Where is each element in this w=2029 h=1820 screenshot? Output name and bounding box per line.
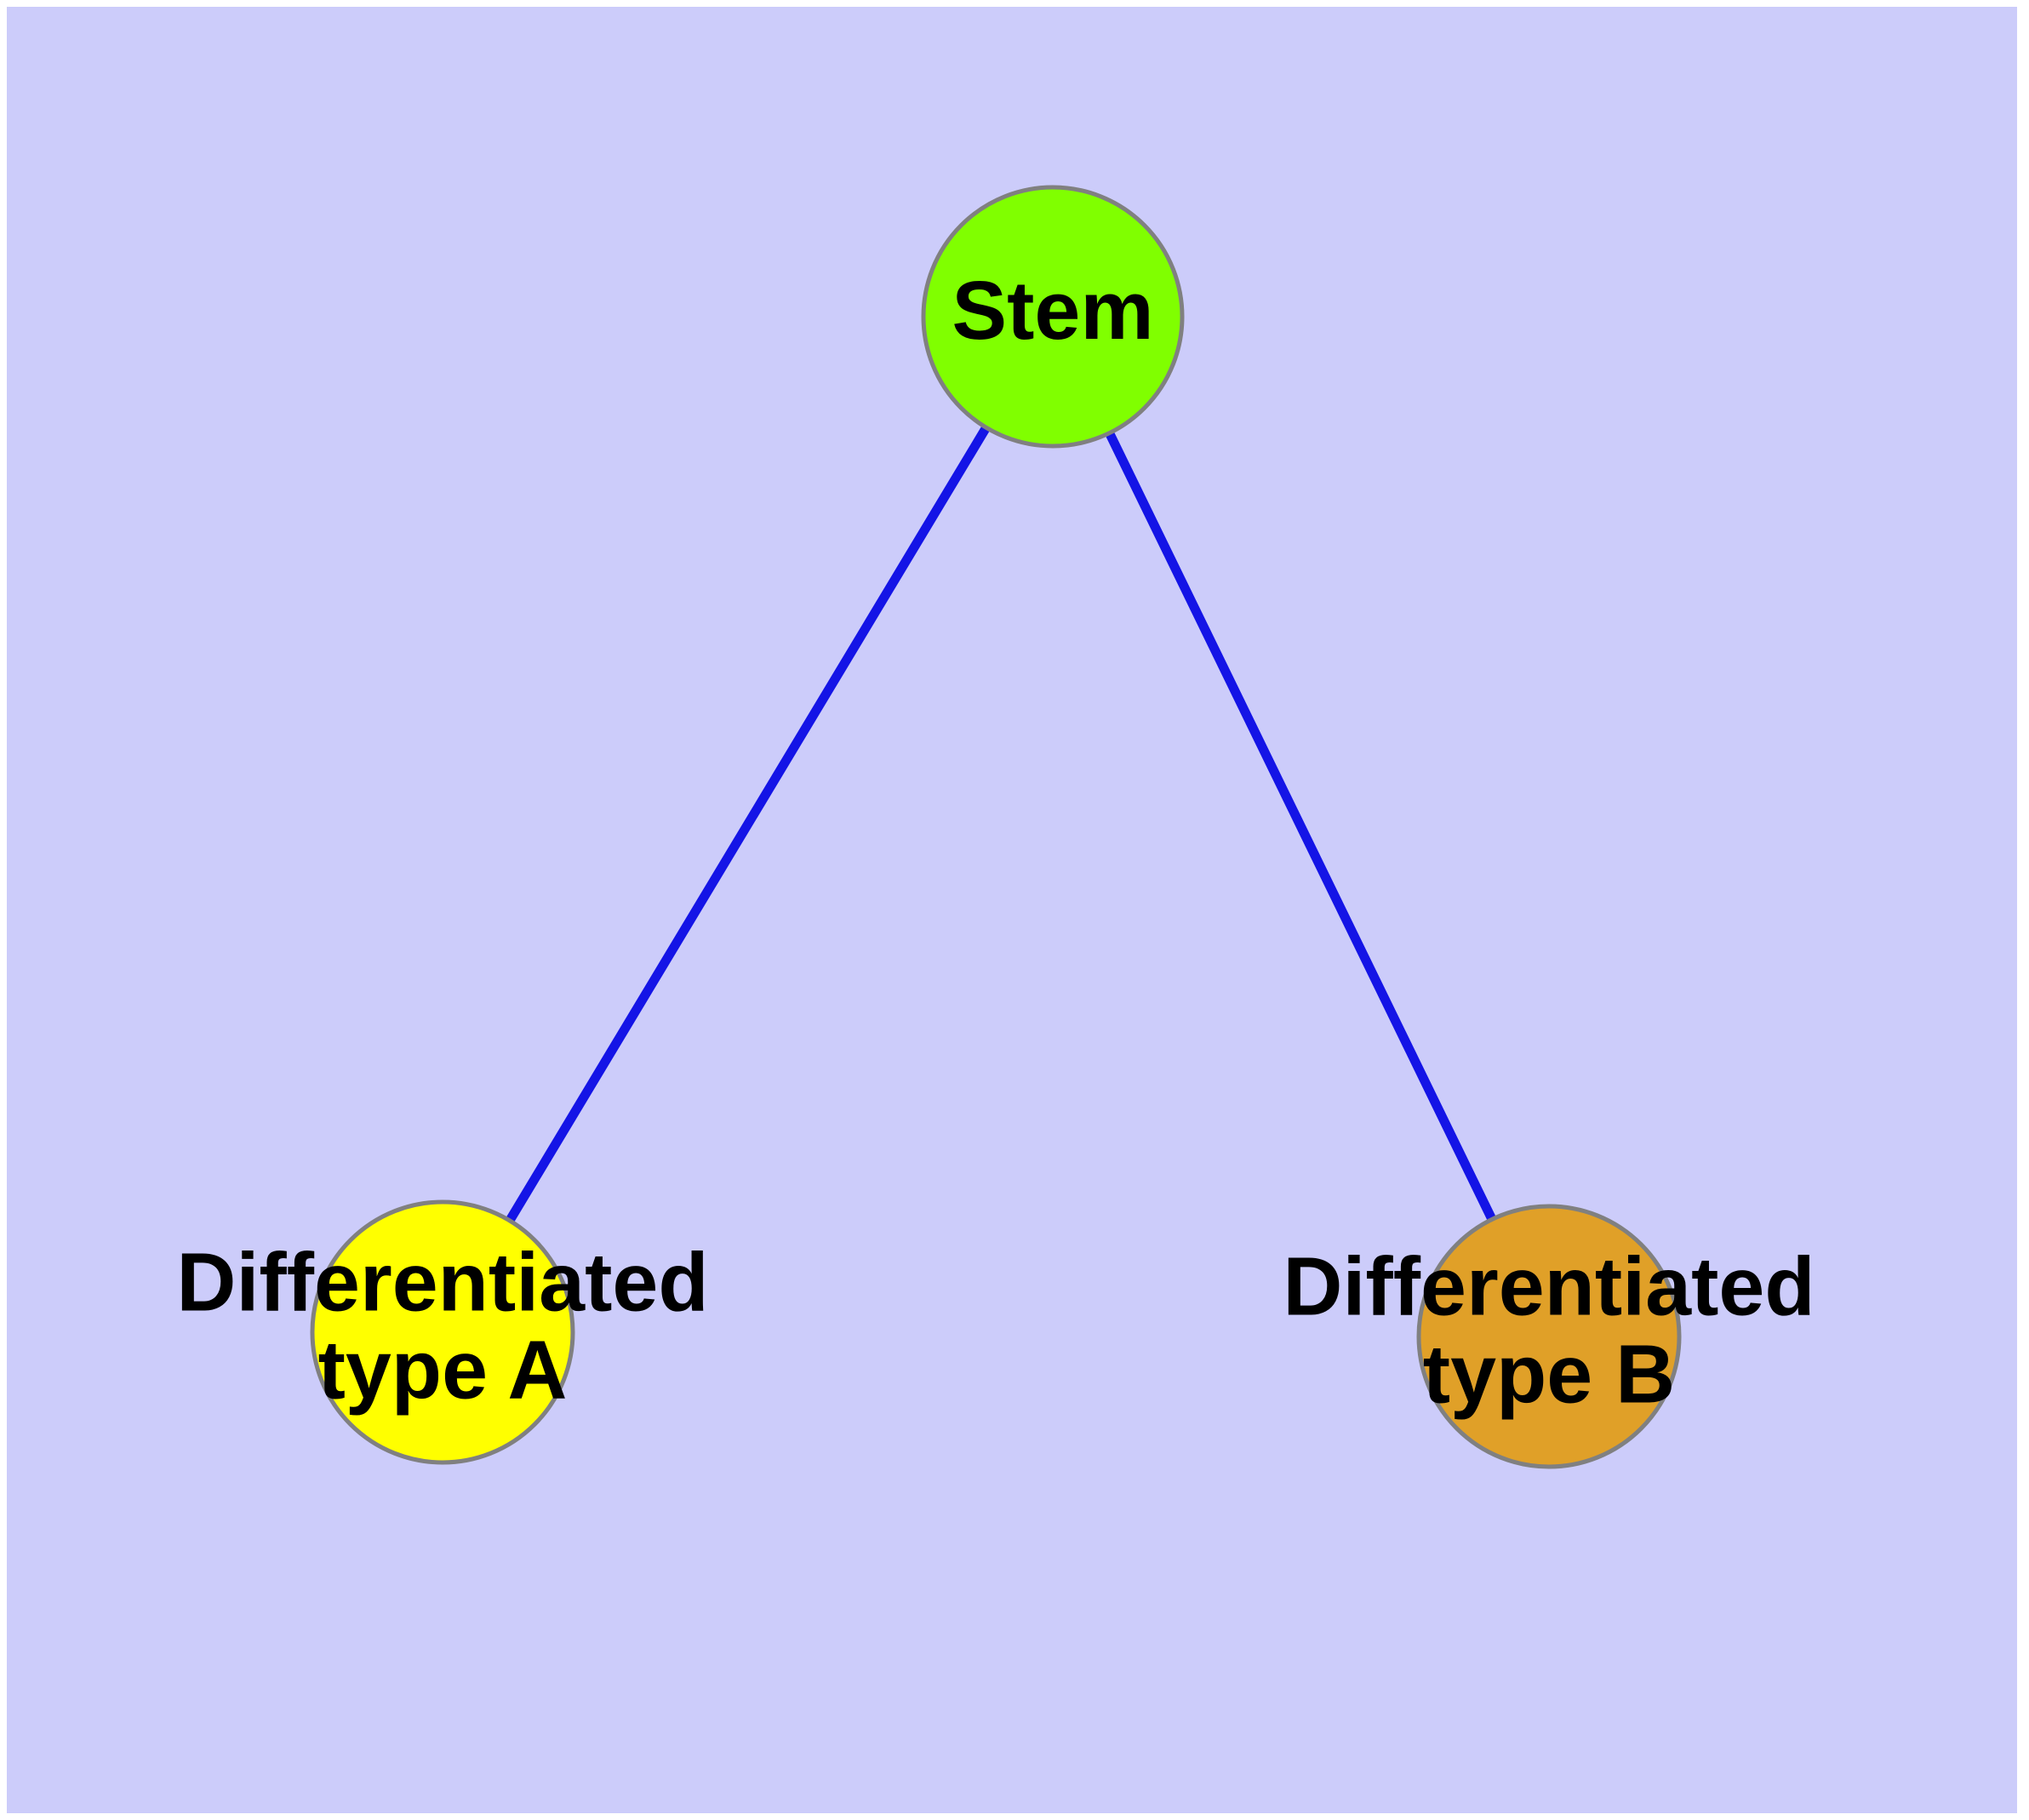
node-label-line: Differentiated xyxy=(176,1235,708,1328)
edge-stem-diff-b[interactable] xyxy=(1049,314,1553,1339)
node-label-stem: Stem xyxy=(952,264,1153,357)
node-label-line: Differentiated xyxy=(1283,1239,1815,1332)
node-label-line: type A xyxy=(318,1323,568,1416)
node-diff_b[interactable] xyxy=(1416,1204,1682,1469)
edges-layer xyxy=(438,314,1553,1339)
node-stem[interactable] xyxy=(921,185,1185,449)
edge-stem-diff-a[interactable] xyxy=(438,314,1057,1335)
nodes-layer xyxy=(310,185,1682,1469)
node-diff_a[interactable] xyxy=(310,1199,575,1465)
node-label-line: type B xyxy=(1423,1327,1675,1420)
node-label-line: Stem xyxy=(952,264,1153,357)
